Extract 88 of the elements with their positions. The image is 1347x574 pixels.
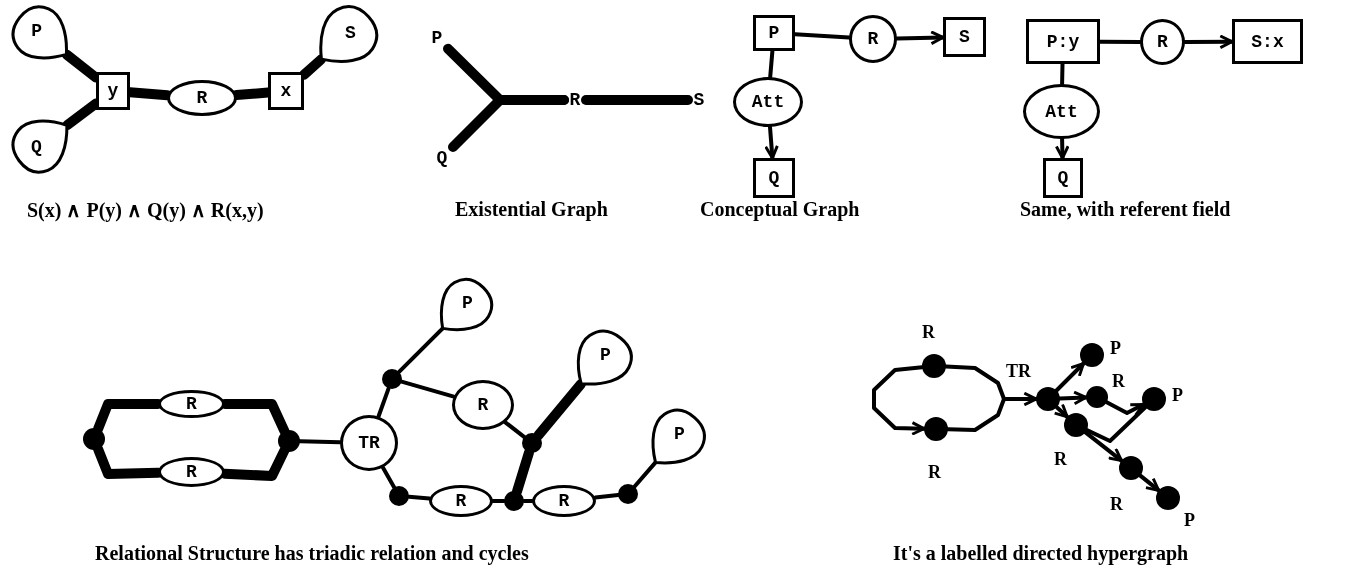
loop-label: P (31, 21, 42, 42)
arrow (1104, 400, 1146, 417)
node-label: P (1110, 338, 1121, 358)
node-dot (1036, 387, 1060, 411)
caption: Existential Graph (455, 198, 608, 221)
relation-oval: Att (1023, 84, 1100, 139)
node-dot (924, 417, 948, 441)
caption: Relational Structure has triadic relation and cycles (95, 542, 529, 565)
arrow (872, 365, 926, 436)
connector-line (522, 499, 534, 503)
loop-label: P (599, 345, 611, 366)
node-label: P (1172, 385, 1183, 405)
concept-box: Q (753, 158, 795, 198)
caption: Same, with referent field (1020, 198, 1231, 221)
concept-box: S (943, 17, 986, 57)
node-dot (389, 486, 409, 506)
node-dot (922, 354, 946, 378)
relation-oval: Att (733, 77, 803, 127)
concept-box: P (753, 15, 795, 51)
relation-oval: R (849, 15, 897, 63)
concept-box: P:y (1026, 19, 1100, 64)
caption: It's a labelled directed hypergraph (893, 542, 1189, 565)
concept-box: x (268, 72, 304, 110)
arrow (1053, 403, 1070, 419)
relation-oval: R (1140, 19, 1185, 65)
connector-line (793, 32, 851, 40)
relation-oval: R (167, 80, 237, 116)
connector-line (298, 439, 342, 445)
node-dot (522, 433, 542, 453)
connector-line (448, 95, 569, 152)
arrow (1183, 34, 1234, 50)
arrow (895, 30, 945, 46)
arrow (1058, 390, 1088, 406)
connector-line (533, 379, 586, 441)
relation-oval: R (532, 485, 596, 517)
node-dot (1142, 387, 1166, 411)
connector-line (376, 386, 391, 419)
relation-oval: R (158, 457, 225, 487)
node-dot (1080, 343, 1104, 367)
relation-oval: R (158, 390, 225, 418)
arrow (764, 125, 779, 160)
node-label: P (1184, 510, 1195, 530)
concept-box: Q (1043, 158, 1083, 198)
connector-line (503, 420, 527, 439)
node-label: TR (1006, 361, 1031, 381)
arrow (1138, 473, 1161, 493)
node-label: R (928, 462, 941, 482)
concept-box: S:x (1232, 19, 1303, 64)
node-label: R (922, 322, 935, 342)
node-dot (382, 369, 402, 389)
node-dot (1086, 386, 1108, 408)
node-label: Q (431, 146, 453, 170)
connector-line (407, 494, 432, 501)
node-label: S (688, 88, 710, 112)
node-label: R (1112, 371, 1125, 391)
loop-label: Q (31, 137, 42, 158)
node-label: R (1110, 494, 1123, 514)
arrow (1083, 430, 1124, 463)
arrow (1054, 137, 1070, 160)
node-dot (1064, 413, 1088, 437)
connector-line (299, 54, 326, 80)
loop-label: P (673, 424, 685, 445)
connector-line (1098, 39, 1142, 44)
caption: Conceptual Graph (700, 198, 860, 221)
node-dot (618, 484, 638, 504)
loop-label: S (344, 22, 356, 43)
connector-line (397, 326, 445, 374)
arrow (1054, 361, 1086, 393)
relation-oval: R (452, 380, 514, 430)
connector-line (380, 465, 397, 490)
relation-oval: TR (340, 415, 398, 471)
connector-line (581, 95, 693, 105)
node-label: R (564, 88, 586, 112)
node-dot (504, 491, 524, 511)
connector-line (1060, 62, 1065, 86)
caption: S(x) ∧ P(y) ∧ Q(y) ∧ R(x,y) (27, 198, 264, 222)
loop-label: P (462, 292, 473, 313)
node-label: R (1054, 449, 1067, 469)
node-label: P (426, 26, 448, 50)
node-dot (278, 430, 300, 452)
node-dot (83, 428, 105, 450)
connector-line (632, 460, 658, 489)
connector-line (768, 49, 775, 79)
node-dot (1156, 486, 1180, 510)
node-dot (1119, 456, 1143, 480)
relation-oval: R (429, 485, 493, 517)
connector-line (491, 499, 506, 503)
concept-box: y (96, 72, 130, 110)
